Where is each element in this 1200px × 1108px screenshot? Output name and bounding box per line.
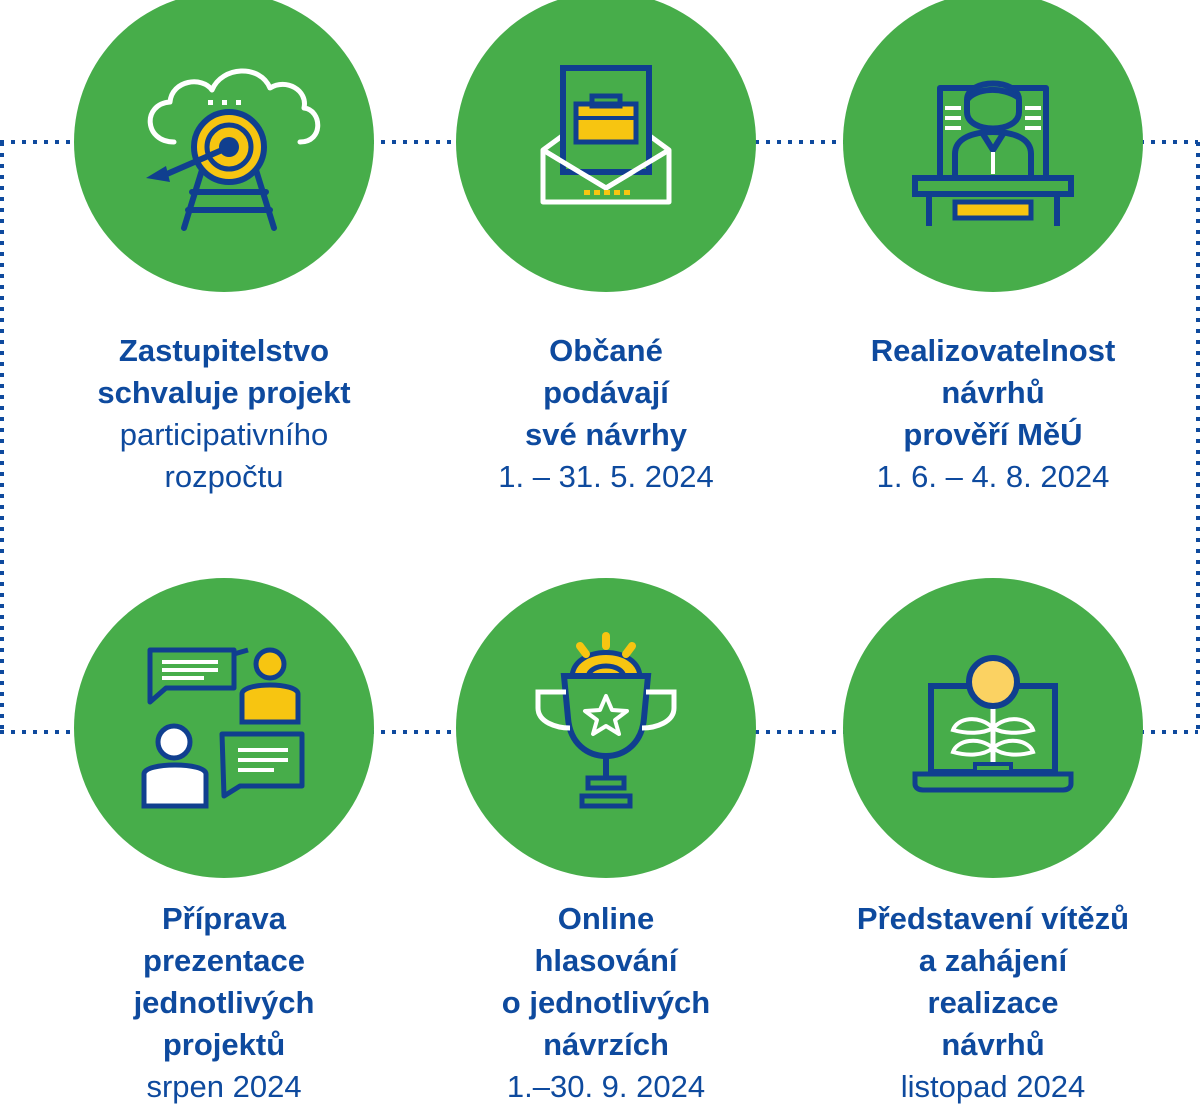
step-5-circle [456,578,756,878]
target-arrow-cloud-icon [146,68,321,231]
step-2-title-line-1: Občané [549,333,663,368]
trophy-gear-icon [535,632,677,809]
step-1-sub-line-1: participativního [119,417,329,452]
step-5-sub-line-1: 1.–30. 9. 2024 [506,1069,706,1104]
step-4-sub-line-1: srpen 2024 [146,1069,302,1104]
step-2-sub-line-1: 1. – 31. 5. 2024 [498,459,714,494]
step-4-title-line-4: projektů [162,1027,286,1062]
step-4-title-line-3: jednotlivých [133,985,315,1020]
step-6-title-line-3: realizace [927,985,1059,1020]
step-3-title-line-3: prověří MěÚ [903,417,1083,452]
step-4-title-line-2: prezentace [143,943,305,978]
step-1-sub-line-2: rozpočtu [164,459,284,494]
step-5-title-line-1: Online [557,901,655,936]
step-5-title-line-4: návrzích [543,1027,669,1062]
step-5-caption: Online hlasování o jednotlivých návrzích… [436,898,776,1108]
step-6-title-line-2: a zahájení [918,943,1068,978]
step-2-circle [456,0,756,292]
step-5-title-line-3: o jednotlivých [501,985,711,1020]
step-1-title-line-1: Zastupitelstvo [118,333,330,368]
step-6-title-line-1: Představení vítězů [856,901,1130,936]
step-2-title-line-2: podávají [543,375,669,410]
step-2-caption: Občané podávají své návrhy 1. – 31. 5. 2… [436,330,776,498]
laptop-flower-icon [912,655,1074,793]
step-6-caption: Představení vítězů a zahájení realizace … [823,898,1163,1108]
step-2-title-line-3: své návrhy [525,417,687,452]
step-1-title-line-2: schvaluje projekt [97,375,351,410]
step-3-circle [843,0,1143,292]
step-3-title-line-1: Realizovatelnost [870,333,1116,368]
step-4-circle [74,578,374,878]
official-at-desk-icon [912,80,1074,226]
step-6-sub-line-1: listopad 2024 [900,1069,1086,1104]
step-4-caption: Příprava prezentace jednotlivých projekt… [54,898,394,1108]
step-3-title-line-2: návrhů [941,375,1045,410]
envelope-briefcase-icon [540,65,672,205]
step-4-title-line-1: Příprava [161,901,287,936]
step-3-caption: Realizovatelnost návrhů prověří MěÚ 1. 6… [823,330,1163,498]
step-3-sub-line-1: 1. 6. – 4. 8. 2024 [876,459,1110,494]
step-1-circle [74,0,374,292]
step-6-title-line-4: návrhů [941,1027,1045,1062]
step-1-caption: Zastupitelstvo schvaluje projekt partici… [54,330,394,498]
people-speech-bubbles-icon [141,647,305,809]
step-6-circle [843,578,1143,878]
step-5-title-line-2: hlasování [534,943,678,978]
